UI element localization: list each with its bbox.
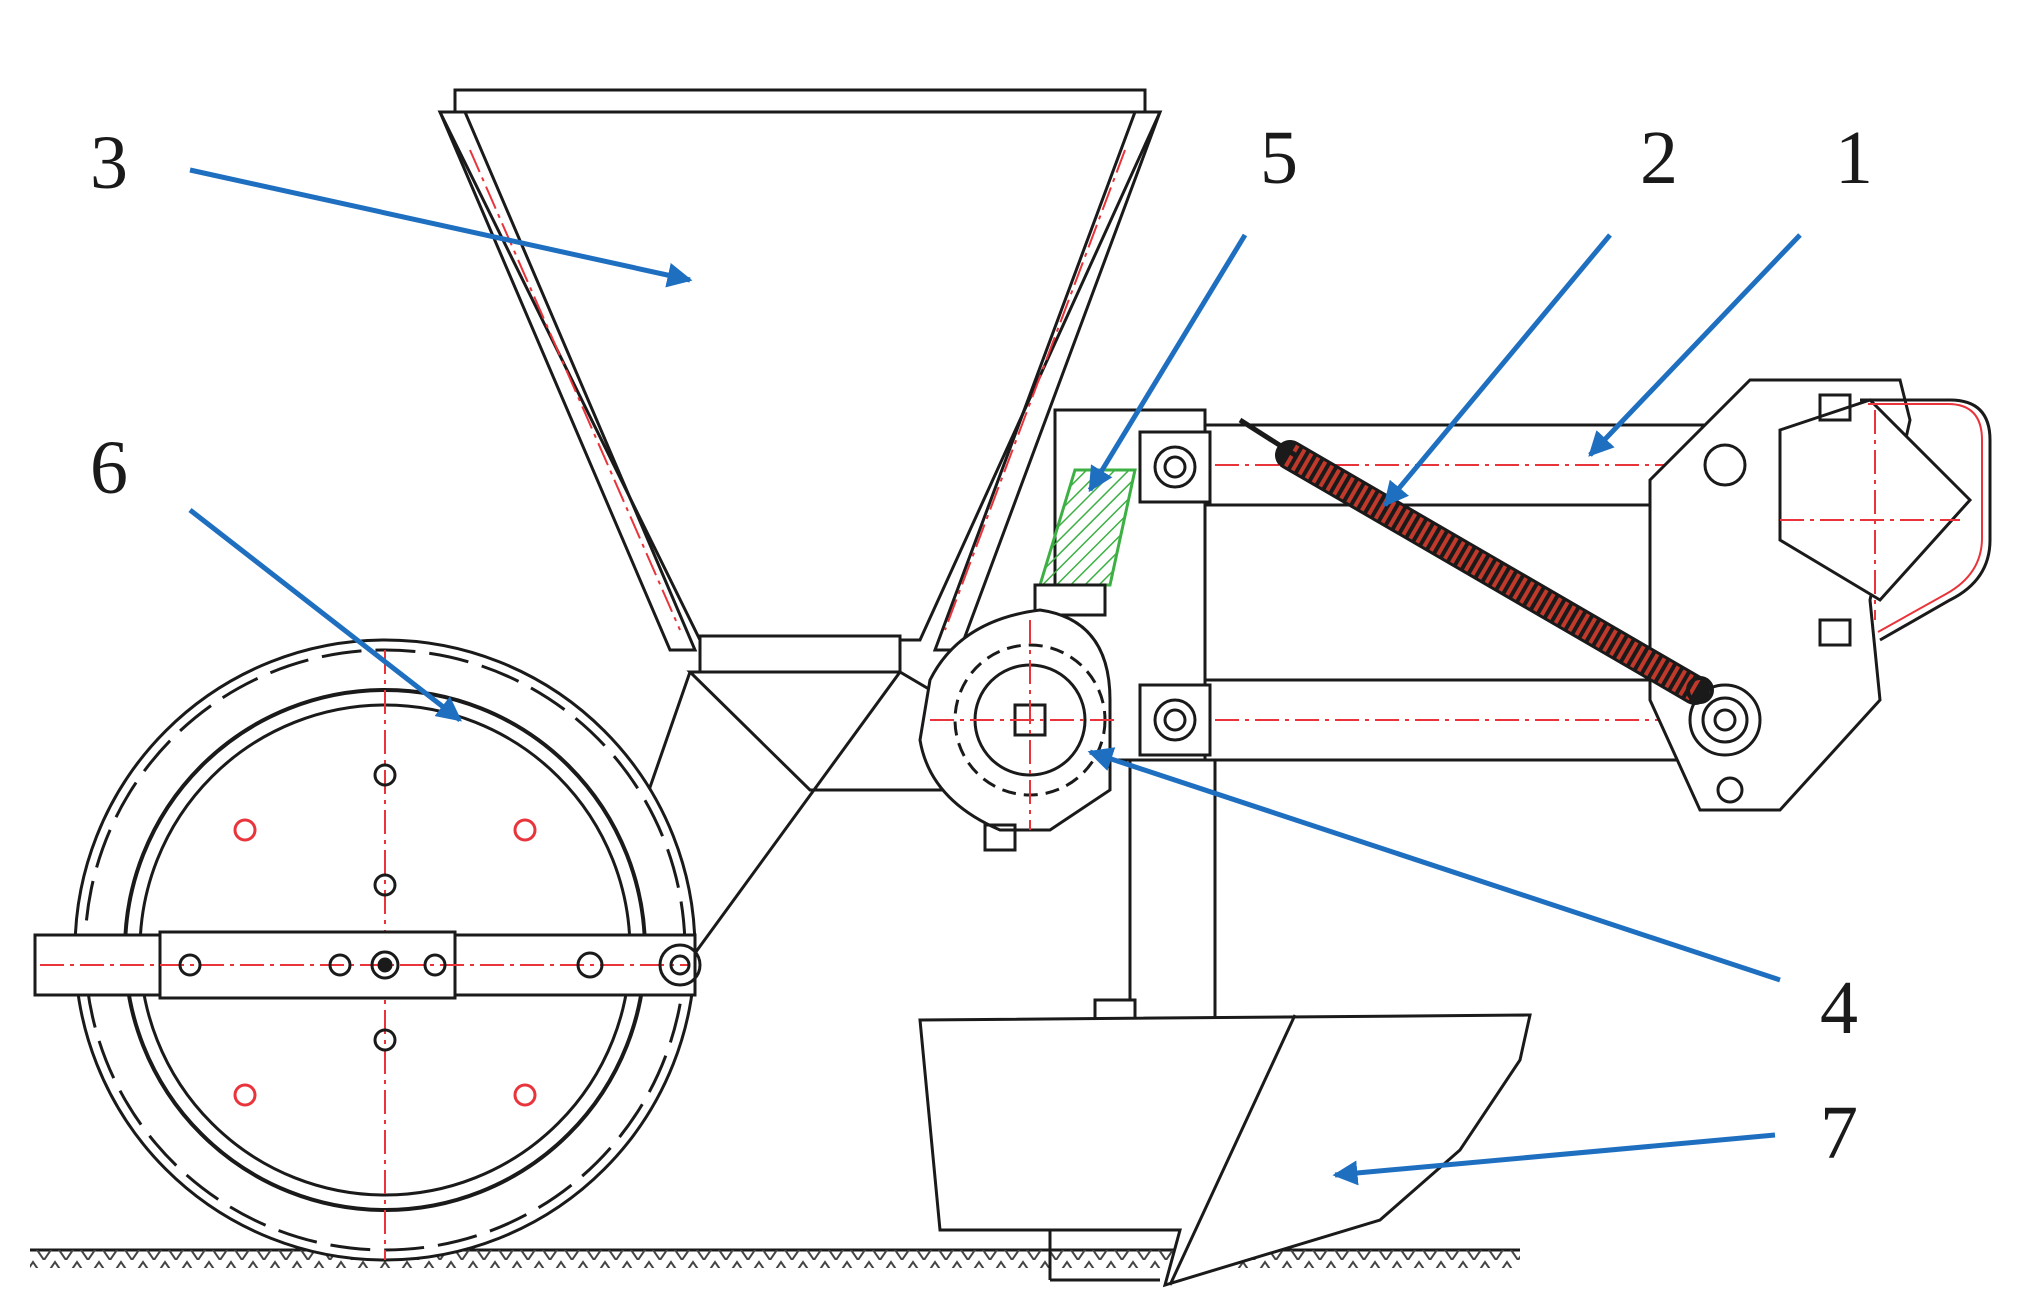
arrow-3 [189,167,693,288]
callout-5: 5 [1260,116,1298,200]
callout-2: 2 [1640,116,1678,200]
ground [30,1248,1520,1268]
arrow-6 [188,508,462,722]
arrow-1 [1588,233,1802,457]
callout-4: 4 [1820,966,1858,1050]
wheel-arm [33,930,702,1000]
callout-1: 1 [1835,116,1873,200]
leader-arrows [188,167,1802,1186]
linkage-arms [1138,423,1860,762]
arrow-7 [1332,1132,1776,1186]
furrow-opener [918,998,1532,1288]
arrow-2 [1383,233,1612,507]
arrow-4 [1087,747,1781,983]
tension-spring [1238,417,1714,705]
callout-3: 3 [90,121,128,205]
seed-tube [1033,468,1137,617]
seed-meter [918,608,1120,852]
arrow-5 [1087,233,1248,493]
mounting-bracket [1648,378,1992,812]
callout-6: 6 [90,426,128,510]
callout-7: 7 [1820,1091,1858,1175]
